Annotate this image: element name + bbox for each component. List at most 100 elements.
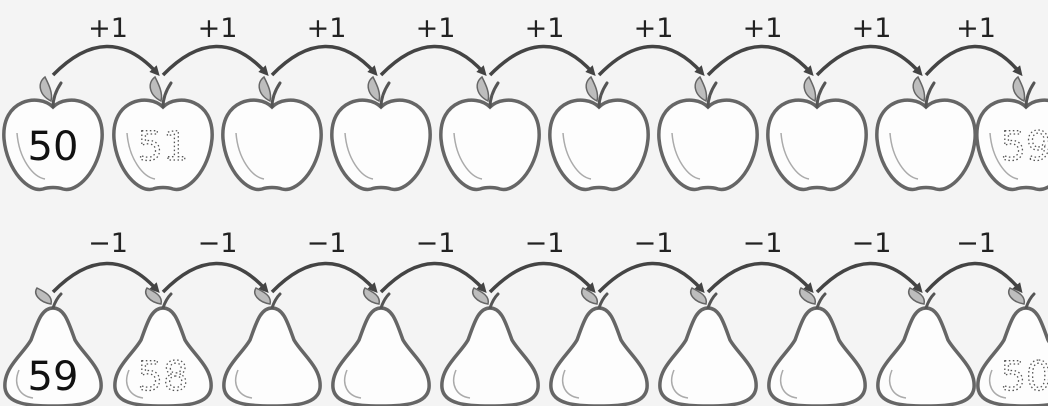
operation-label: −1 — [743, 228, 783, 259]
apple-leaf-icon — [804, 77, 815, 101]
apple-cell — [877, 77, 975, 189]
apple-leaf-icon — [913, 77, 924, 101]
apple-cell — [332, 77, 430, 189]
operation-label: +1 — [743, 13, 783, 44]
step-arrow: +1 — [708, 13, 811, 75]
operation-label: +1 — [416, 13, 456, 44]
operation-label: −1 — [634, 228, 674, 259]
pear-cell: 59 — [5, 288, 101, 406]
pear-icon — [442, 308, 538, 406]
step-arrow: +1 — [599, 13, 702, 75]
curved-arrow-icon — [53, 46, 157, 75]
operation-label: −1 — [416, 228, 456, 259]
curved-arrow-icon — [926, 263, 1020, 292]
operation-label: −1 — [525, 228, 565, 259]
operation-label: +1 — [88, 13, 128, 44]
trace-number: 59 — [1001, 124, 1048, 170]
operation-label: −1 — [956, 228, 996, 259]
pear-icon — [769, 308, 865, 406]
step-arrow: −1 — [272, 228, 375, 292]
pear-stem — [272, 294, 280, 308]
pear-leaf-icon — [146, 288, 162, 304]
pear-stem — [926, 294, 934, 308]
apple-leaf-icon — [368, 77, 379, 101]
curved-arrow-icon — [381, 263, 484, 292]
step-arrow: −1 — [708, 228, 811, 292]
step-arrow: +1 — [163, 13, 266, 75]
apple-leaf-icon — [40, 77, 51, 101]
step-arrow: −1 — [599, 228, 702, 292]
operation-label: −1 — [88, 228, 128, 259]
step-arrow: −1 — [926, 228, 1020, 292]
pear-icon — [224, 308, 320, 406]
pear-stem — [708, 294, 716, 308]
apple-cell — [550, 77, 648, 189]
step-arrow: −1 — [53, 228, 157, 292]
pear-stem — [490, 294, 498, 308]
operation-label: +1 — [956, 13, 996, 44]
apple-leaf-icon — [477, 77, 488, 101]
pear-cell — [551, 288, 647, 406]
apple-cell — [441, 77, 539, 189]
pear-icon — [878, 308, 974, 406]
curved-arrow-icon — [490, 46, 593, 75]
step-arrow: −1 — [490, 228, 593, 292]
pear-stem — [817, 294, 825, 308]
apple-cell — [659, 77, 757, 189]
pear-cell — [769, 288, 865, 406]
pear-cell — [660, 288, 756, 406]
given-number: 59 — [28, 354, 79, 400]
pear-stem — [1026, 294, 1034, 308]
curved-arrow-icon — [817, 46, 920, 75]
curved-arrow-icon — [817, 263, 920, 292]
apple-cell — [768, 77, 866, 189]
apple-cell — [223, 77, 321, 189]
row-apple: +1 +1 +1 +1 +1 +1 +1 +1 +1 50 51 59 — [4, 13, 1048, 189]
pear-leaf-icon — [364, 288, 380, 304]
step-arrow: +1 — [490, 13, 593, 75]
step-arrow: −1 — [817, 228, 920, 292]
curved-arrow-icon — [599, 46, 702, 75]
pear-stem — [53, 294, 61, 308]
pear-cell — [333, 288, 429, 406]
pear-cell — [442, 288, 538, 406]
pear-icon — [333, 308, 429, 406]
pear-stem — [599, 294, 607, 308]
pear-leaf-icon — [909, 288, 925, 304]
pear-leaf-icon — [800, 288, 816, 304]
step-arrow: +1 — [53, 13, 157, 75]
pear-cell — [878, 288, 974, 406]
apple-leaf-icon — [150, 77, 161, 101]
apple-leaf-icon — [259, 77, 270, 101]
curved-arrow-icon — [708, 46, 811, 75]
pear-cell: 50 — [978, 288, 1048, 406]
curved-arrow-icon — [926, 46, 1020, 75]
operation-label: −1 — [198, 228, 238, 259]
curved-arrow-icon — [53, 263, 157, 292]
pear-stem — [163, 294, 171, 308]
step-arrow: +1 — [926, 13, 1020, 75]
pear-leaf-icon — [255, 288, 271, 304]
pear-icon — [660, 308, 756, 406]
curved-arrow-icon — [599, 263, 702, 292]
pear-cell: 58 — [115, 288, 211, 406]
curved-arrow-icon — [163, 46, 266, 75]
trace-number: 51 — [138, 124, 189, 170]
trace-number: 50 — [1001, 354, 1048, 400]
apple-cell: 50 — [4, 77, 102, 189]
operation-label: +1 — [525, 13, 565, 44]
step-arrow: +1 — [817, 13, 920, 75]
apple-leaf-icon — [695, 77, 706, 101]
curved-arrow-icon — [708, 263, 811, 292]
pear-leaf-icon — [36, 288, 52, 304]
row-pear: −1 −1 −1 −1 −1 −1 −1 −1 −1 59 58 50 — [5, 228, 1048, 406]
curved-arrow-icon — [272, 46, 375, 75]
pear-leaf-icon — [691, 288, 707, 304]
step-arrow: +1 — [272, 13, 375, 75]
curved-arrow-icon — [490, 263, 593, 292]
operation-label: +1 — [307, 13, 347, 44]
operation-label: −1 — [307, 228, 347, 259]
step-arrow: −1 — [381, 228, 484, 292]
given-number: 50 — [28, 124, 79, 170]
